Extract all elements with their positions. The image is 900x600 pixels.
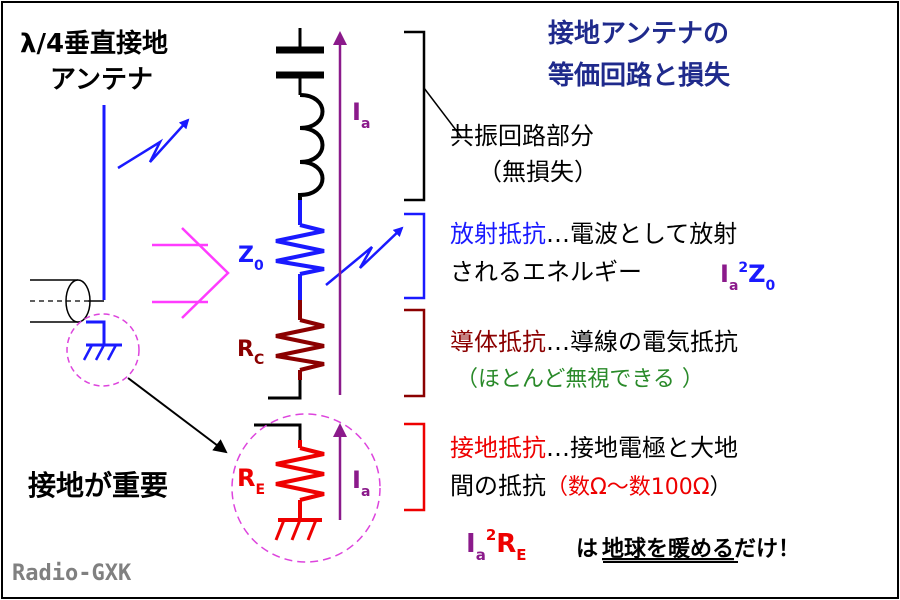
rc-label: RC	[237, 337, 264, 368]
inductor-coil-symbol	[298, 93, 325, 208]
z0-label: Z0	[238, 243, 264, 274]
current-label-upper: Ia	[352, 98, 370, 132]
conductor-description: 導体抵抗…導線の電気抵抗	[450, 328, 738, 356]
ground-highlight-circle	[66, 313, 140, 387]
credit-label: Radio-GXK	[12, 561, 132, 586]
circuit-radiation-wave-icon	[325, 226, 404, 286]
radiation-resistor-symbol	[275, 200, 325, 300]
ground-important-label: 接地が重要	[28, 469, 168, 502]
equivalence-arrow-icon	[152, 227, 230, 319]
coax-cable-icon	[30, 279, 104, 323]
ground-bracket	[404, 422, 426, 512]
resonant-bracket	[404, 30, 426, 202]
radiation-bracket	[404, 212, 426, 300]
ground-resistor-symbol	[274, 440, 325, 541]
re-label: RE	[237, 464, 265, 498]
current-label-lower: Ia	[352, 466, 370, 500]
conductor-bracket	[404, 308, 426, 398]
resonant-note: （無損失）	[478, 158, 598, 186]
ground-resistor-lead	[254, 423, 302, 440]
main-title-line2: 等価回路と損失	[548, 60, 731, 91]
main-title-line1: 接地アンテナの	[548, 19, 729, 49]
ground-loss-formula: Ia2RE	[466, 526, 527, 564]
antenna-title-line1: λ/4垂直接地	[20, 29, 168, 59]
radiation-wave-icon	[117, 118, 190, 170]
ground-pointer-arrow	[127, 377, 228, 454]
capacitor-symbol	[276, 28, 324, 95]
radiation-description-line2: されるエネルギー	[450, 258, 642, 286]
antenna-ground-icon	[82, 320, 122, 361]
radiation-power-formula: Ia2Z0	[720, 260, 776, 294]
conductor-resistor-symbol	[268, 300, 325, 400]
radiation-description: 放射抵抗…電波として放射	[450, 220, 737, 248]
antenna-title-line2: アンテナ	[50, 65, 153, 95]
ground-resistance-description-line2: 間の抵抗（数Ω～数100Ω）	[450, 472, 732, 500]
ground-resistance-description: 接地抵抗…接地電極と大地	[450, 434, 738, 462]
resonant-leader	[423, 87, 463, 139]
conductor-note: （ほとんど無視できる ）	[456, 367, 704, 392]
resonant-label: 共振回路部分	[450, 122, 594, 150]
ground-resistor-highlight-circle	[231, 413, 381, 563]
ground-loss-conclusion: は地球を暖めるだけ！	[576, 537, 800, 562]
